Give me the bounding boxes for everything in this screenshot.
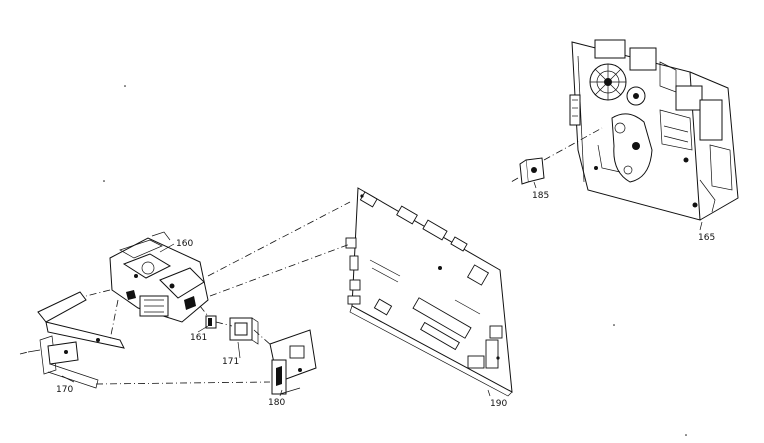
assembly-guide-lines	[85, 201, 351, 385]
part-185-bracket	[510, 127, 603, 185]
part-165-mechanism-chassis	[569, 39, 739, 221]
label-170: 170	[56, 385, 73, 395]
scan-specks	[103, 85, 687, 436]
part-160-carriage-assembly	[109, 231, 209, 323]
label-161: 161	[190, 333, 207, 343]
label-160: 160	[176, 239, 193, 249]
part-190-circuit-board	[345, 187, 513, 397]
part-180-sub-board	[269, 329, 317, 395]
label-165: 165	[698, 233, 715, 243]
part-170-rail-frame	[19, 291, 125, 389]
label-185: 185	[532, 191, 549, 201]
leader-lines	[61, 181, 703, 397]
label-180: 180	[268, 398, 285, 408]
part-171-holder	[229, 317, 259, 345]
label-171: 171	[222, 357, 239, 367]
label-190: 190	[490, 399, 507, 409]
